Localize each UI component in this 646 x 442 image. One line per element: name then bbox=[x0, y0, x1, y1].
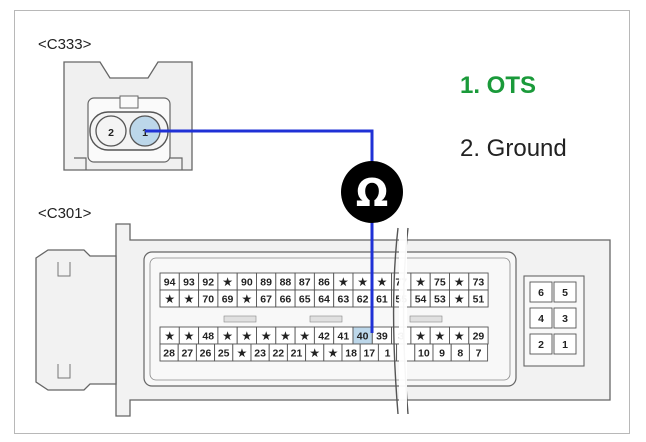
c301-side-pin-2: 2 bbox=[538, 339, 544, 351]
c301-connector: 949392★9089888786★★★77★75★73★★7069★67666… bbox=[35, 223, 611, 417]
c301-side-pin-1-cell bbox=[553, 333, 577, 355]
c301-pin-star: ★ bbox=[281, 331, 291, 343]
c301-pin-67: 67 bbox=[260, 294, 272, 306]
c301-pin-28: 28 bbox=[163, 348, 175, 360]
c301-pin-1: 1 bbox=[385, 348, 391, 360]
c301-pin-93: 93 bbox=[183, 277, 195, 289]
c333-pin-1-label: 1 bbox=[142, 127, 148, 139]
c301-pin-star: ★ bbox=[165, 294, 175, 306]
c301-pin-75: 75 bbox=[434, 277, 446, 289]
c301-pin-86: 86 bbox=[318, 277, 330, 289]
c301-pin-star: ★ bbox=[242, 331, 252, 343]
c301-pin-star: ★ bbox=[223, 277, 233, 289]
c301-pin-27: 27 bbox=[181, 348, 193, 360]
c333-connector: 2 1 bbox=[63, 61, 193, 171]
c301-pin-star: ★ bbox=[377, 277, 387, 289]
c301-pin-40: 40 bbox=[357, 331, 369, 343]
c301-side-pin-6-cell bbox=[529, 281, 553, 303]
c301-side-pin-1: 1 bbox=[562, 339, 568, 351]
c301-side-pin-4: 4 bbox=[538, 313, 544, 325]
c301-pin-70: 70 bbox=[202, 294, 214, 306]
c301-side-pin-3: 3 bbox=[562, 313, 568, 325]
c301-pin-88: 88 bbox=[280, 277, 292, 289]
c301-pin-39: 39 bbox=[376, 331, 388, 343]
c301-label: <C301> bbox=[38, 205, 92, 222]
c301-side-pin-2-cell bbox=[529, 333, 553, 355]
c301-pin-17: 17 bbox=[363, 348, 375, 360]
c301-pin-22: 22 bbox=[272, 348, 284, 360]
c301-pin-29: 29 bbox=[473, 331, 485, 343]
c301-pin-41: 41 bbox=[338, 331, 350, 343]
c301-side-pin-4-cell bbox=[529, 307, 553, 329]
c301-pin-star: ★ bbox=[300, 331, 310, 343]
c301-pin-26: 26 bbox=[200, 348, 212, 360]
ohm-symbol: Ω bbox=[356, 171, 388, 215]
c301-pin-star: ★ bbox=[454, 294, 464, 306]
c301-pin-61: 61 bbox=[376, 294, 388, 306]
c301-pin-65: 65 bbox=[299, 294, 311, 306]
c301-pin-62: 62 bbox=[357, 294, 369, 306]
c301-pin-90: 90 bbox=[241, 277, 253, 289]
c301-side-pin-3-cell bbox=[553, 307, 577, 329]
c301-pin-48: 48 bbox=[202, 331, 214, 343]
c301-pin-69: 69 bbox=[222, 294, 234, 306]
c301-pin-53: 53 bbox=[434, 294, 446, 306]
c301-pin-7: 7 bbox=[476, 348, 482, 360]
legend-item-ground: 2. Ground bbox=[460, 135, 567, 162]
c301-pin-star: ★ bbox=[328, 348, 338, 360]
c333-pin-2-label: 2 bbox=[108, 127, 114, 139]
c301-pin-25: 25 bbox=[218, 348, 230, 360]
ohmmeter-icon: Ω bbox=[341, 161, 403, 223]
c301-pin-73: 73 bbox=[473, 277, 485, 289]
c301-pin-star: ★ bbox=[223, 331, 233, 343]
c301-pin-23: 23 bbox=[254, 348, 266, 360]
c301-pin-star: ★ bbox=[416, 277, 426, 289]
c301-pin-star: ★ bbox=[184, 331, 194, 343]
c301-pin-10: 10 bbox=[418, 348, 430, 360]
c301-pin-87: 87 bbox=[299, 277, 311, 289]
c301-pin-star: ★ bbox=[454, 277, 464, 289]
c301-pin-7-cell bbox=[468, 343, 489, 362]
c301-pin-star: ★ bbox=[310, 348, 320, 360]
c301-pin-18: 18 bbox=[345, 348, 357, 360]
c301-pin-9: 9 bbox=[439, 348, 445, 360]
c301-pin-51-cell bbox=[468, 289, 489, 308]
c301-pin-star: ★ bbox=[416, 331, 426, 343]
c301-pin-star: ★ bbox=[237, 348, 247, 360]
cable-break-marks bbox=[392, 227, 409, 416]
c301-pin-star: ★ bbox=[165, 331, 175, 343]
c301-pin-92: 92 bbox=[202, 277, 214, 289]
c301-pin-42: 42 bbox=[318, 331, 330, 343]
legend-item-ots: 1. OTS bbox=[460, 72, 536, 99]
c333-label: <C333> bbox=[38, 36, 92, 53]
c301-pin-89: 89 bbox=[260, 277, 272, 289]
c301-pin-64: 64 bbox=[318, 294, 330, 306]
c301-pin-21: 21 bbox=[291, 348, 303, 360]
c301-pin-star: ★ bbox=[358, 277, 368, 289]
c301-pin-51: 51 bbox=[473, 294, 485, 306]
c301-pin-star: ★ bbox=[184, 294, 194, 306]
c301-pin-63: 63 bbox=[338, 294, 350, 306]
c301-pin-66: 66 bbox=[280, 294, 292, 306]
c301-pin-54: 54 bbox=[415, 294, 427, 306]
c301-pin-star: ★ bbox=[454, 331, 464, 343]
c301-side-pin-6: 6 bbox=[538, 287, 544, 299]
c301-side-pin-5-cell bbox=[553, 281, 577, 303]
c333-pin-2 bbox=[95, 115, 127, 147]
c301-pin-94: 94 bbox=[164, 277, 176, 289]
c301-pin-star: ★ bbox=[261, 331, 271, 343]
c301-pin-star: ★ bbox=[339, 277, 349, 289]
c301-pin-8: 8 bbox=[457, 348, 463, 360]
c301-pin-star: ★ bbox=[435, 331, 445, 343]
c301-pin-star: ★ bbox=[242, 294, 252, 306]
c301-side-pin-5: 5 bbox=[562, 287, 568, 299]
